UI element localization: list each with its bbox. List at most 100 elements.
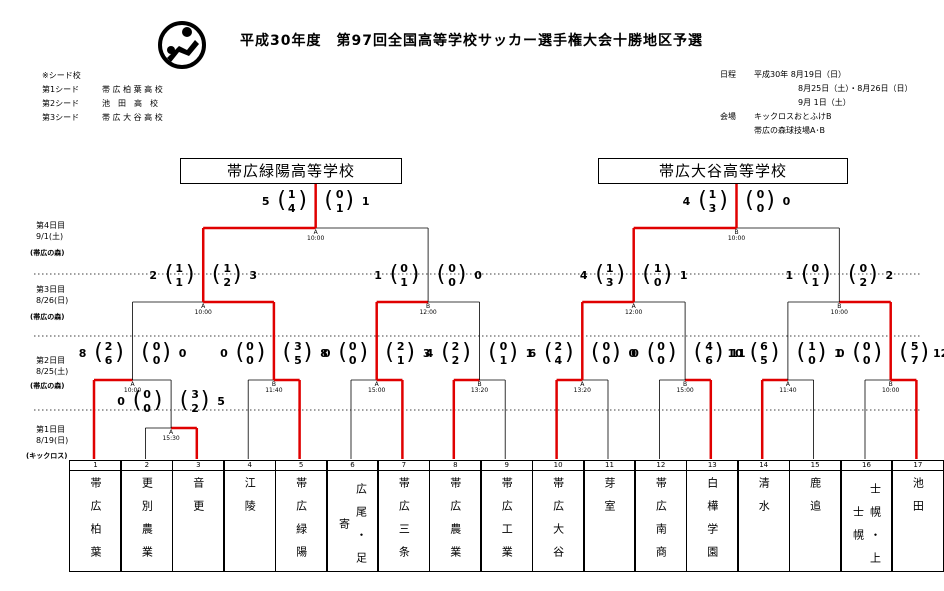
- team-name: 池田: [911, 477, 925, 523]
- schedule-date: 平成30年 8月19日（日）: [754, 70, 846, 79]
- match-time: 11:40: [779, 387, 797, 394]
- total-score-right: 10: [727, 347, 743, 360]
- half-score: 0: [348, 340, 357, 353]
- half-score: 2: [859, 276, 868, 289]
- bracket-paren: (: [801, 262, 810, 287]
- total-score-left: 1: [374, 269, 382, 282]
- team-number: 17: [892, 461, 944, 471]
- winner-box-left: 帯広緑陽高等学校: [180, 158, 402, 184]
- total-score-left: 0: [836, 347, 845, 360]
- bracket-paren: (: [338, 340, 347, 365]
- team-name: 清水: [757, 477, 771, 523]
- half-score: 0: [653, 276, 662, 289]
- match-time: 15:30: [162, 435, 180, 442]
- total-score-left: 0: [631, 347, 639, 360]
- bracket-paren: ): [185, 262, 195, 287]
- schedule-venue-label: 会場: [720, 112, 736, 121]
- team-name: 帯広農業: [448, 477, 462, 569]
- match-court-label: B: [683, 381, 688, 388]
- half-score: 0: [400, 262, 408, 275]
- bracket-paren: ): [406, 340, 415, 365]
- soccer-logo: [157, 20, 207, 70]
- team-number: 14: [738, 461, 790, 471]
- half-score: 0: [602, 354, 611, 367]
- bracket-paren: (: [235, 340, 245, 365]
- bracket-paren: ): [920, 340, 929, 365]
- match-court-label: A: [313, 229, 318, 236]
- match-court-label: A: [130, 381, 135, 388]
- bracket-paren: (: [591, 340, 600, 365]
- match-court-label: B: [477, 381, 482, 388]
- bracket-paren: (: [385, 340, 394, 365]
- bracket-paren: ): [256, 340, 266, 365]
- half-score: 0: [756, 188, 765, 201]
- match-time: 10:00: [194, 309, 212, 316]
- half-score: 0: [862, 340, 871, 353]
- bracket-paren: ): [770, 340, 780, 365]
- total-score-right: 5: [217, 395, 225, 408]
- total-score-right: 1: [525, 347, 534, 360]
- match-court-label: B: [271, 381, 276, 388]
- half-score: 0: [657, 354, 665, 367]
- bracket-paren: ): [410, 262, 420, 287]
- half-score: 1: [175, 276, 184, 289]
- team-box-17: 17 池田: [891, 460, 944, 572]
- bracket-paren: ): [873, 340, 882, 365]
- team-name: 鹿追: [808, 477, 822, 523]
- bracket-paren: ): [766, 188, 775, 213]
- total-score-left: 5: [261, 195, 270, 208]
- schedule-date: 8月25日（土）・8月26日（日）: [798, 84, 913, 93]
- seed-label: 第3シード: [42, 113, 80, 122]
- team-number: 8: [429, 461, 481, 471]
- match-time: 10:00: [123, 387, 142, 394]
- bracket-paren: ): [612, 340, 621, 365]
- match-time: 12:00: [625, 309, 643, 316]
- bracket-paren: ): [663, 262, 672, 287]
- total-score-right: 0: [178, 347, 187, 360]
- match-court-label: B: [888, 381, 893, 388]
- half-score: 0: [657, 340, 665, 353]
- half-score: 0: [808, 354, 816, 367]
- total-score-left: 0: [220, 347, 228, 360]
- team-box-8: 8 帯広農業: [428, 460, 482, 572]
- bracket-paren: (: [749, 340, 759, 365]
- half-score: 0: [811, 262, 820, 275]
- bracket-paren: ): [817, 340, 827, 365]
- total-score-right: 8: [320, 347, 328, 360]
- total-score-left: 4: [682, 195, 691, 208]
- total-score-left: 0: [322, 347, 331, 360]
- seed-label: 第2シード: [42, 99, 80, 108]
- bracket-paren: ): [616, 262, 625, 287]
- schedule-venue: キックロスおとふけB: [754, 112, 832, 121]
- half-score: 0: [143, 402, 151, 415]
- match-court-label: A: [785, 381, 790, 388]
- bracket-paren: (: [164, 262, 174, 287]
- bracket-paren: ): [359, 340, 368, 365]
- team-name: 帯広南商: [654, 477, 668, 569]
- total-score-right: 0: [628, 347, 637, 360]
- round-venue-4: (帯広の森): [30, 249, 65, 257]
- team-number: 11: [584, 461, 635, 471]
- team-box-9: 9 帯広工業: [480, 460, 534, 572]
- team-number: 9: [481, 461, 533, 471]
- bracket-paren: (: [94, 340, 103, 365]
- total-score-right: 3: [249, 269, 258, 282]
- bracket-paren: ): [719, 188, 728, 213]
- bracket-paren: (: [141, 340, 150, 365]
- bracket-paren: (: [282, 340, 292, 365]
- bracket-paren: (: [179, 388, 189, 413]
- team-name: 帯広工業: [500, 477, 514, 569]
- half-score: 2: [396, 340, 405, 353]
- bracket-paren: ): [232, 262, 242, 287]
- seed-school: 帯 広 大 谷 高 校: [102, 113, 163, 122]
- half-score: 1: [499, 354, 508, 367]
